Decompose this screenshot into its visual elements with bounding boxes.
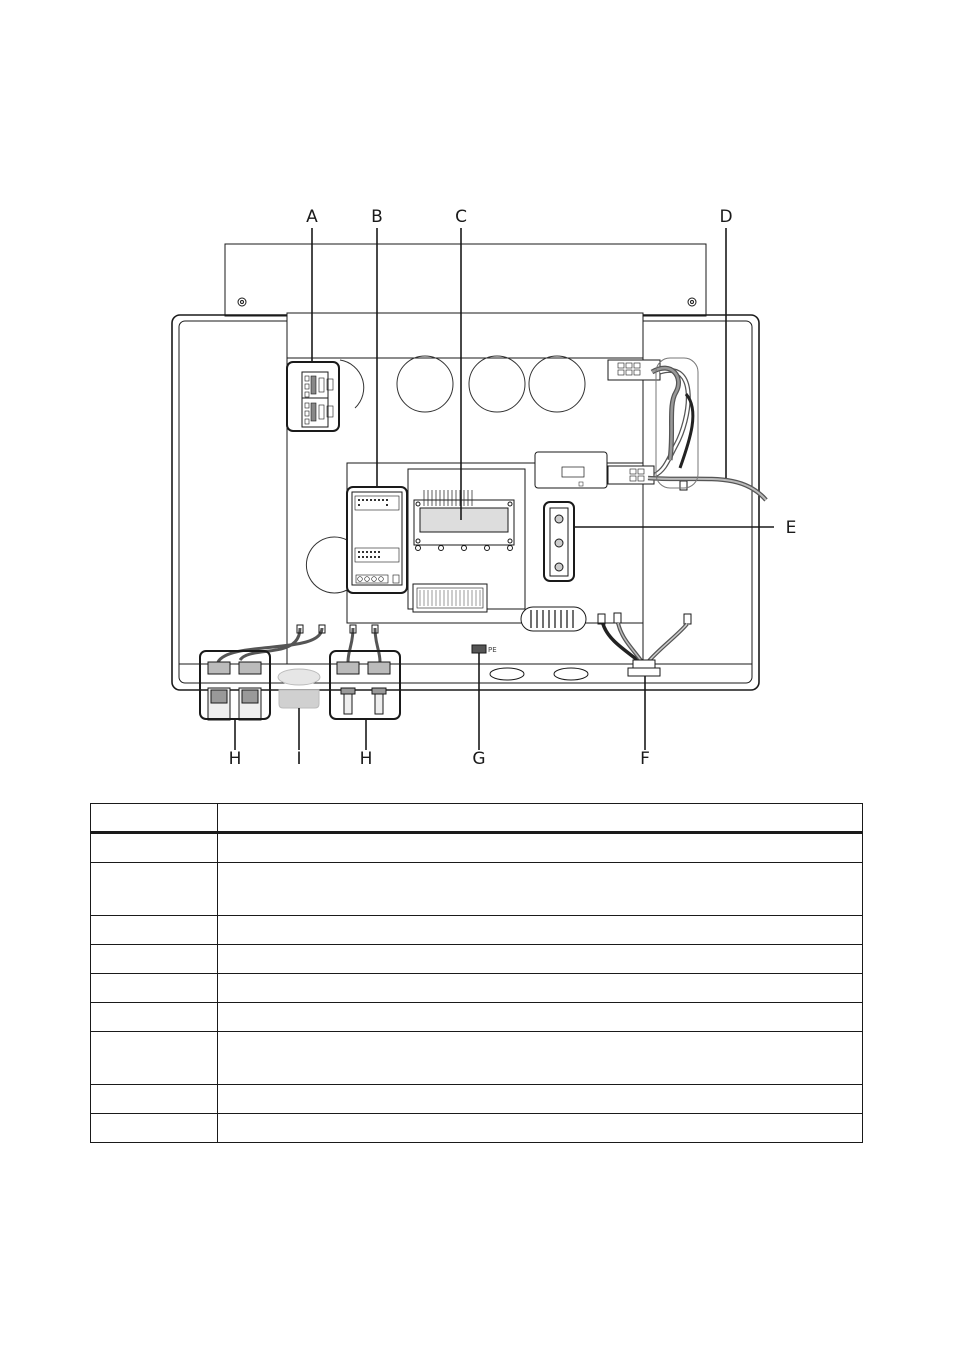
leader-lines	[234, 228, 774, 750]
pe-terminal	[471, 644, 487, 654]
table-cell	[90, 862, 218, 916]
table-row	[90, 1084, 863, 1114]
table-cell	[90, 832, 218, 863]
terminal-block	[301, 371, 334, 428]
table-cell	[90, 1002, 218, 1032]
callout-d: D	[719, 207, 732, 227]
table-row	[90, 973, 863, 1003]
table-cell	[90, 1084, 218, 1114]
legend-header-designation	[217, 803, 863, 834]
display-module	[413, 490, 515, 551]
table-cell	[217, 1002, 863, 1032]
table-cell	[217, 915, 863, 945]
callout-a: A	[306, 207, 318, 227]
table-cell	[217, 862, 863, 916]
table-cell	[90, 915, 218, 945]
table-row	[90, 1002, 863, 1032]
ac-terminal	[520, 606, 692, 677]
table-row	[90, 832, 863, 863]
callout-h-right: H	[360, 749, 373, 769]
connection-area-diagram: A B C D E H I H G F PE	[171, 207, 797, 769]
legend-table	[90, 803, 863, 1143]
table-cell	[90, 973, 218, 1003]
table-cell	[90, 1031, 218, 1085]
mounting-bracket	[224, 243, 707, 317]
cable-glands	[207, 624, 391, 721]
table-cell	[217, 1084, 863, 1114]
legend-header-position	[90, 803, 218, 834]
callout-f: F	[640, 749, 650, 769]
table-cell	[217, 1031, 863, 1085]
dc-connectors	[607, 357, 768, 502]
callout-c: C	[455, 207, 467, 227]
table-cell	[217, 973, 863, 1003]
callout-g: G	[472, 749, 485, 769]
table-row	[90, 915, 863, 945]
table-cell	[217, 832, 863, 863]
table-row	[90, 862, 863, 916]
callout-i: I	[296, 749, 301, 769]
legend-header-row	[90, 803, 863, 834]
callout-h-left: H	[229, 749, 242, 769]
table-cell	[217, 1113, 863, 1143]
table-row	[90, 1113, 863, 1143]
callout-e: E	[786, 518, 797, 538]
pe-label: PE	[488, 646, 497, 654]
ribbon-connector	[412, 583, 488, 613]
table-cell	[90, 1113, 218, 1143]
table-cell	[90, 944, 218, 974]
varistor-sockets	[549, 507, 569, 577]
table-cell	[217, 944, 863, 974]
table-row	[90, 1031, 863, 1085]
communication-board	[351, 491, 403, 586]
table-row	[90, 944, 863, 974]
callout-b: B	[371, 207, 383, 227]
